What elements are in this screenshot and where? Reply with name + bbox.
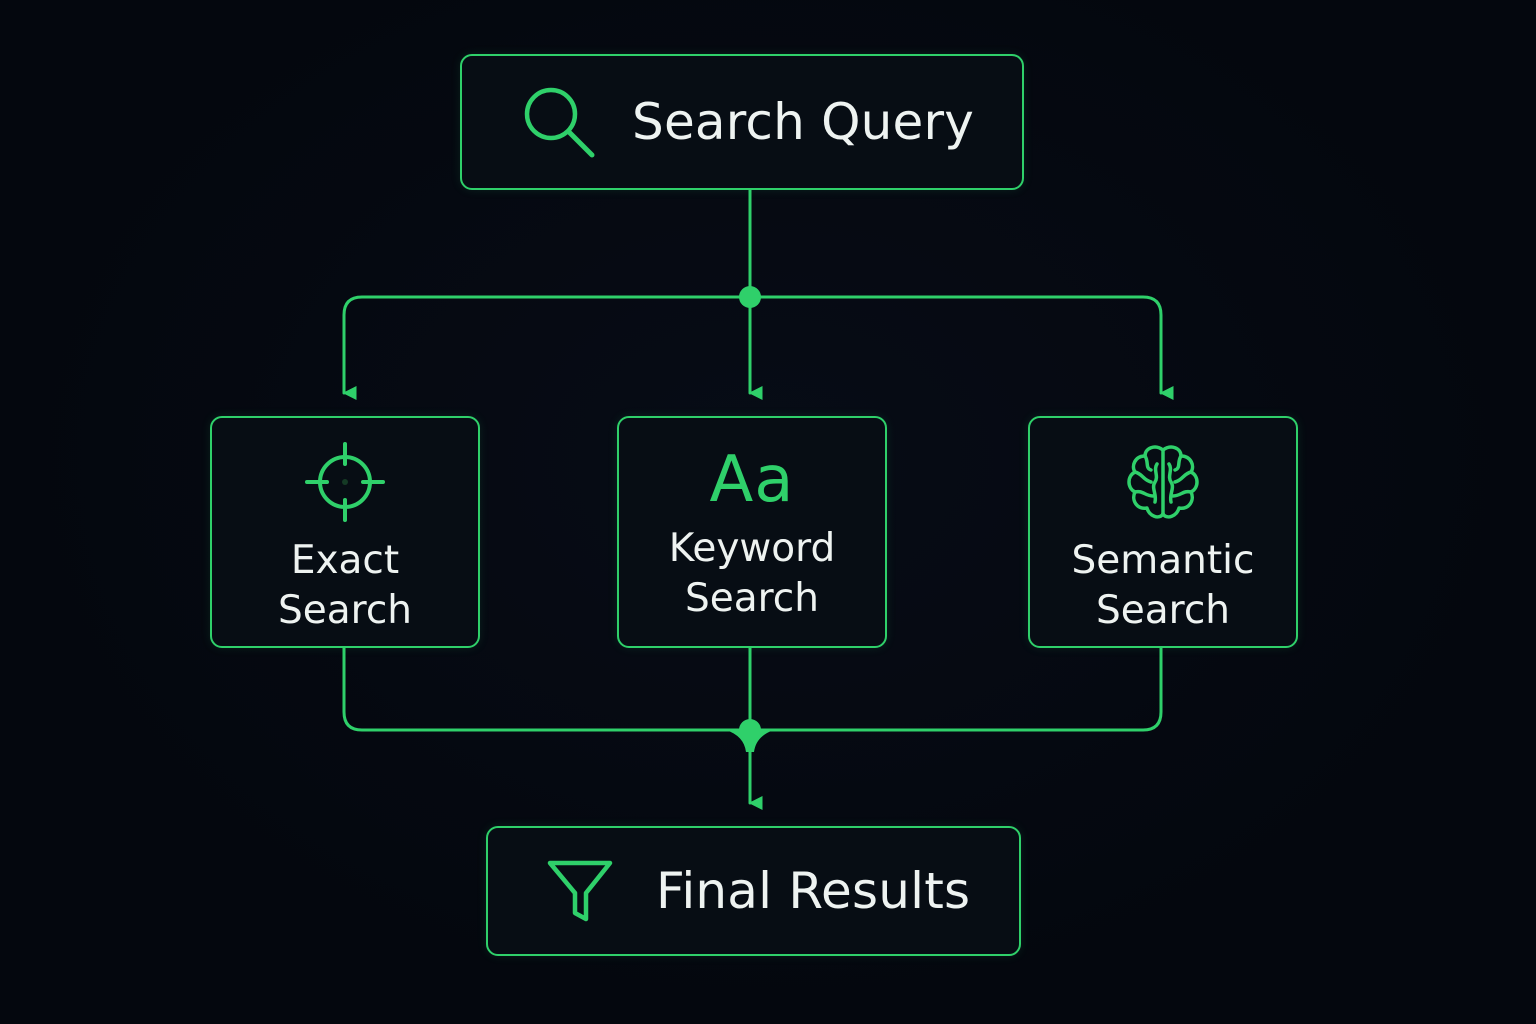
search-query-node: Search Query — [460, 54, 1024, 190]
exact-search-node: Exact Search — [210, 416, 480, 648]
keyword-search-node: Aa Keyword Search — [617, 416, 887, 648]
search-icon — [518, 82, 598, 162]
final-results-node: Final Results — [486, 826, 1021, 956]
connector-split-to-semantic — [748, 295, 1174, 400]
semantic-search-node: Semantic Search — [1028, 416, 1298, 648]
split-junction-dot — [739, 286, 761, 308]
crosshair-icon — [303, 440, 387, 524]
semantic-search-label: Semantic Search — [1071, 538, 1255, 633]
merge-junction-flare — [726, 730, 774, 752]
connector-semantic-to-merge — [748, 646, 1163, 732]
funnel-icon — [544, 855, 616, 927]
font-icon: Aa — [709, 443, 795, 517]
keyword-search-label: Keyword Search — [668, 526, 836, 621]
exact-search-label: Exact Search — [278, 538, 412, 633]
connector-split-to-exact — [342, 295, 752, 400]
final-results-label: Final Results — [656, 862, 971, 920]
connector-exact-to-merge — [342, 646, 752, 732]
brain-icon — [1121, 440, 1205, 524]
search-query-label: Search Query — [632, 93, 975, 151]
